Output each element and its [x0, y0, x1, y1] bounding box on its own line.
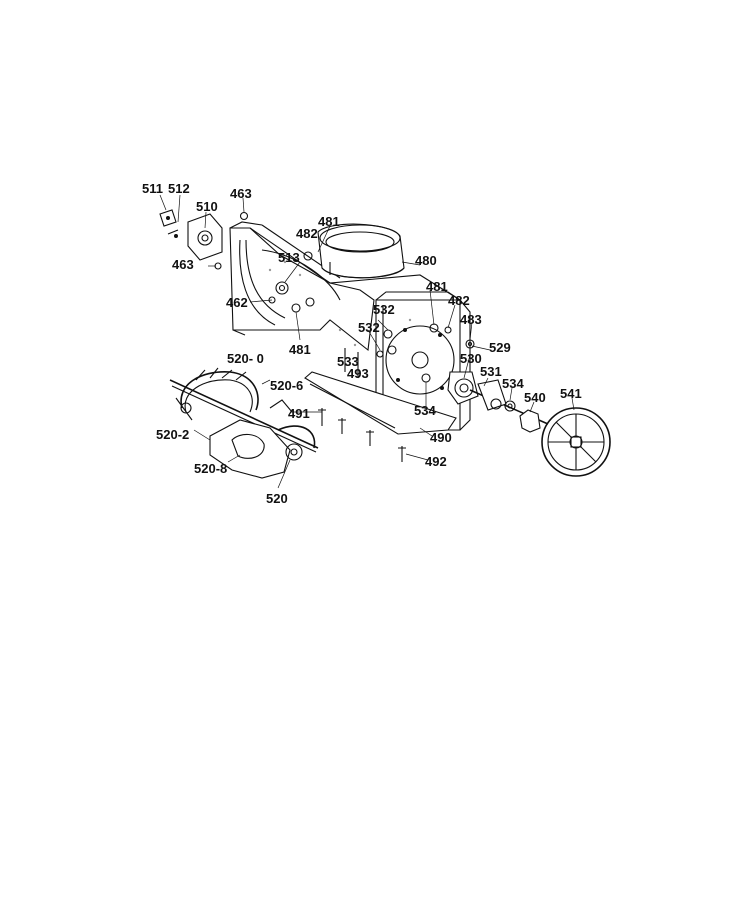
label-511: 511	[142, 181, 163, 196]
label-483: 483	[460, 312, 482, 327]
label-481-top: 481	[318, 214, 340, 229]
label-532-upper: 532	[373, 302, 395, 317]
label-510: 510	[196, 199, 218, 214]
label-462: 462	[226, 295, 248, 310]
label-520-0: 520- 0	[227, 351, 264, 366]
label-513: 513	[278, 250, 300, 265]
label-492: 492	[425, 454, 447, 469]
auger-housing	[229, 221, 471, 435]
label-482-top: 482	[296, 226, 318, 241]
label-520: 520	[266, 491, 288, 506]
label-520-2: 520-2	[156, 427, 189, 442]
bracket-510	[159, 209, 313, 270]
label-480: 480	[415, 253, 437, 268]
label-531: 531	[480, 364, 502, 379]
label-493: 493	[347, 366, 369, 381]
label-534-right: 534	[502, 376, 524, 391]
label-482-right: 482	[448, 293, 470, 308]
label-463-left: 463	[172, 257, 194, 272]
label-529: 529	[489, 340, 511, 355]
label-490: 490	[430, 430, 452, 445]
label-463-top: 463	[230, 186, 252, 201]
part-labels: 511 512 510 463 463 481 482 513 480 481 …	[142, 181, 582, 506]
auger-assembly	[169, 367, 319, 479]
label-520-8: 520-8	[194, 461, 227, 476]
label-481-lower: 481	[289, 342, 311, 357]
label-532-lower: 532	[358, 320, 380, 335]
label-530: 530	[460, 351, 482, 366]
label-512: 512	[168, 181, 190, 196]
label-520-6: 520-6	[270, 378, 303, 393]
label-541: 541	[560, 386, 582, 401]
label-540: 540	[524, 390, 546, 405]
label-491: 491	[288, 406, 310, 421]
axle-hub-assembly	[447, 371, 549, 433]
wheel-541	[541, 407, 611, 477]
label-481-right: 481	[426, 279, 448, 294]
chute-opening	[317, 223, 405, 279]
label-533: 533	[337, 354, 359, 369]
label-534-lower: 534	[414, 403, 436, 418]
leader-lines	[159, 194, 575, 489]
